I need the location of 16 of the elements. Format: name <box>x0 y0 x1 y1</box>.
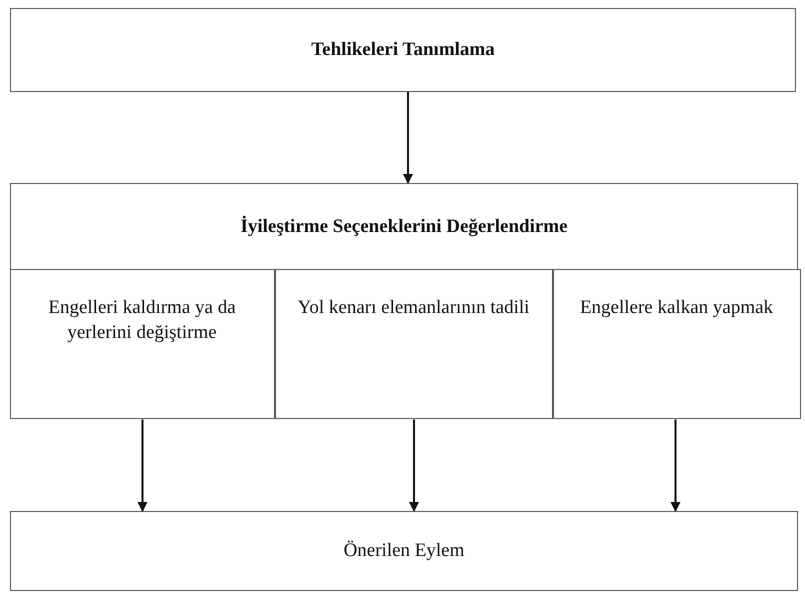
option-cell <box>10 269 274 419</box>
process-box <box>10 8 796 92</box>
arrow <box>670 420 680 512</box>
process-box <box>10 183 798 419</box>
arrow <box>409 420 419 512</box>
box-label: Tehlikeleri Tanımlama <box>311 38 495 62</box>
process-box <box>10 511 798 591</box>
arrow <box>138 420 148 512</box>
box-label: Yol kenarı elemanlarının tadili <box>298 296 530 320</box>
option-cell <box>274 269 552 419</box>
box-heading: İyileştirme Seçeneklerini Değerlendirme <box>239 214 569 240</box>
arrow <box>403 92 413 184</box>
option-cell <box>552 269 800 419</box>
box-label: Önerilen Eylem <box>344 538 464 563</box>
box-label: Engelleri kaldırma ya da yerlerini değiştirme <box>47 296 237 345</box>
box-label: Engellere kalkan yapmak <box>580 296 774 320</box>
